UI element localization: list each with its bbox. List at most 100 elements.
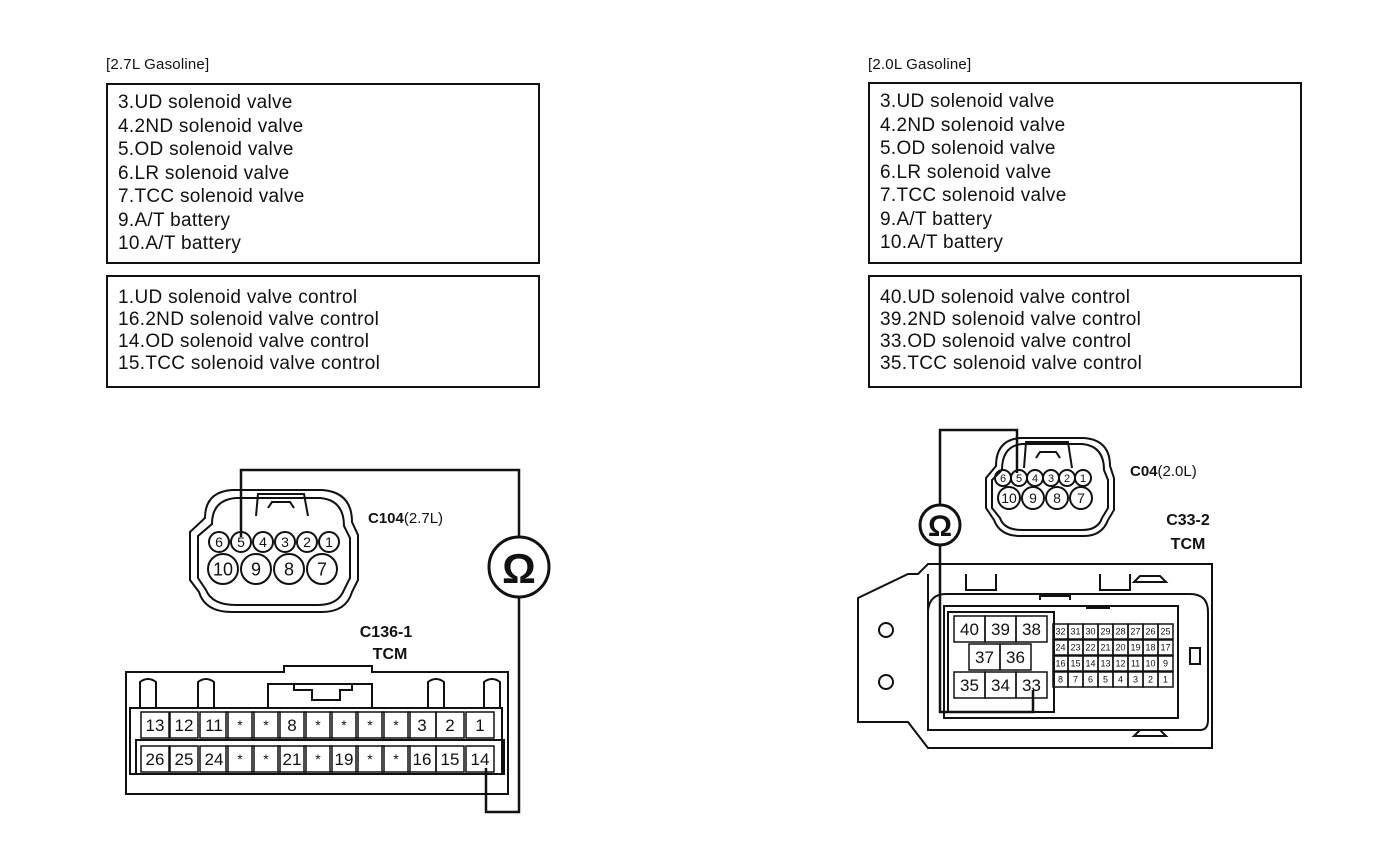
c136-1-pin — [355, 711, 385, 739]
c136-1-pin — [381, 711, 411, 739]
pin-description-box-2.0l: 3.UD solenoid valve 4.2ND solenoid valve… — [868, 82, 1302, 264]
c136-1-pin-label: 16 — [413, 750, 432, 769]
control-description-box-2.7l: 1.UD solenoid valve control 16.2ND solen… — [106, 275, 540, 388]
ohm-symbol-2.0l: Ω — [928, 510, 952, 543]
pin-description: 6.LR solenoid valve — [880, 161, 1052, 183]
c33-2-pin-label: 34 — [991, 676, 1010, 695]
c04-pin-label: 7 — [1077, 490, 1085, 506]
pin-description: 3.UD solenoid valve — [880, 91, 1055, 112]
c136-1-pin — [199, 711, 229, 739]
c104-pin — [273, 553, 305, 585]
c136-1-pin — [251, 745, 281, 773]
c136-1-pin-label: 21 — [283, 750, 302, 769]
c04-pin-label: 8 — [1053, 490, 1061, 506]
pin-description: 3.UD solenoid valve — [118, 92, 293, 113]
c104-pin-label: 1 — [325, 534, 333, 550]
c104-pin — [240, 553, 272, 585]
pin-description: 10.A/T battery — [118, 233, 242, 254]
c33-2-pin-label: 2 — [1148, 675, 1153, 685]
c136-1-pin-label: * — [315, 717, 321, 733]
control-description: 39.2ND solenoid valve control — [880, 309, 1142, 330]
c33-2-pin-label: 7 — [1073, 675, 1078, 685]
pin-description: 4.2ND solenoid valve — [118, 115, 304, 137]
c104-pin-label: 8 — [284, 559, 294, 579]
pin-description: 7.TCC solenoid valve — [118, 186, 305, 207]
control-description-box-2.0l: 40.UD solenoid valve control 39.2ND sole… — [868, 275, 1302, 388]
c33-2-pin-label: 9 — [1163, 659, 1168, 669]
c33-2-pin-label: 20 — [1115, 643, 1125, 653]
c104-pin — [274, 531, 296, 553]
c136-1-pin-label: * — [367, 717, 373, 733]
c04-pin-label: 9 — [1029, 490, 1037, 506]
c104-pin-label: 2 — [303, 534, 311, 550]
c33-2-pin-label: 30 — [1085, 627, 1095, 637]
c33-2-pin-label: 36 — [1006, 648, 1025, 667]
c104-pin-label: 6 — [215, 534, 223, 550]
c33-2-pin-label: 5 — [1103, 675, 1108, 685]
c136-1-pin — [381, 745, 411, 773]
c33-2-pin-label: 21 — [1100, 643, 1110, 653]
c136-1-pin-label: 14 — [471, 750, 490, 769]
c136-1-pin — [303, 745, 333, 773]
c136-1-pin-label: 3 — [417, 716, 426, 735]
c136-1-pin-label: 24 — [205, 750, 224, 769]
c104-pin-label: 9 — [251, 559, 261, 579]
c33-2-pin-label: 8 — [1058, 675, 1063, 685]
c33-2-tcm-connector-body — [857, 563, 1213, 749]
c136-1-pin — [329, 745, 359, 773]
c136-1-pin — [169, 745, 199, 773]
c136-1-pin — [140, 711, 170, 739]
c136-1-pin-label: * — [393, 751, 399, 767]
tcm-label-2.7l: TCM — [373, 646, 408, 663]
c136-1-pin — [199, 745, 229, 773]
control-description: 16.2ND solenoid valve control — [118, 309, 380, 330]
c104-connector-body — [189, 489, 359, 613]
c33-2-pin-label: 22 — [1085, 643, 1095, 653]
c33-2-pin-label: 6 — [1088, 675, 1093, 685]
c33-2-pin-label: 28 — [1115, 627, 1125, 637]
pin-description: 9.A/T battery — [118, 209, 231, 231]
test-lead-wire-2.7l — [239, 468, 521, 537]
c136-1-pin — [303, 711, 333, 739]
c104-pin-label: 7 — [317, 559, 327, 579]
c04-pin — [1045, 486, 1069, 510]
pin-description: 6.LR solenoid valve — [118, 162, 290, 184]
c104-pin — [306, 553, 338, 585]
pin-description-box-2.7l: 3.UD solenoid valve 4.2ND solenoid valve… — [106, 83, 540, 264]
pin-description: 4.2ND solenoid valve — [880, 114, 1066, 136]
c104-pin — [208, 531, 230, 553]
c33-2-pin-label: 35 — [960, 676, 979, 695]
pin-description: 7.TCC solenoid valve — [880, 185, 1067, 206]
c33-2-pin — [1015, 671, 1048, 699]
c136-1-pin-label: 13 — [146, 716, 165, 735]
c136-1-pin-label: 15 — [441, 750, 460, 769]
c33-2-pin — [1015, 615, 1048, 643]
c33-2-pin — [1157, 655, 1174, 672]
c136-1-pin — [140, 745, 170, 773]
ohm-symbol-2.7l: Ω — [502, 545, 536, 592]
c104-label: C104(2.7L) — [368, 510, 443, 527]
c33-2-pin-label: 25 — [1160, 627, 1170, 637]
c136-1-pin — [277, 711, 307, 739]
section-label-2.7l: [2.7L Gasoline] — [106, 56, 210, 73]
c136-1-pin-label: * — [367, 751, 373, 767]
c33-2-pin-label: 10 — [1145, 659, 1155, 669]
c04-pin-label: 4 — [1032, 473, 1038, 485]
c136-1-pin-label: 11 — [205, 716, 223, 735]
c136-1-pin — [225, 745, 255, 773]
tcm-label-2.0l: TCM — [1171, 536, 1206, 553]
c33-2-pin-label: 11 — [1131, 659, 1140, 669]
c33-2-pin — [1157, 639, 1174, 656]
c33-2-pin — [1157, 623, 1174, 640]
c33-2-pin-label: 16 — [1055, 659, 1065, 669]
c136-1-pin — [435, 745, 465, 773]
c04-pin-label: 1 — [1080, 473, 1086, 485]
c33-2-pin-label: 15 — [1070, 659, 1080, 669]
c136-1-pin-label: * — [393, 717, 399, 733]
c136-1-tcm-connector-body — [125, 665, 509, 795]
c04-pin-label: 2 — [1064, 473, 1070, 485]
c136-1-pin — [355, 745, 385, 773]
c104-pin — [207, 553, 239, 585]
c136-1-pin-label: 2 — [445, 716, 454, 735]
